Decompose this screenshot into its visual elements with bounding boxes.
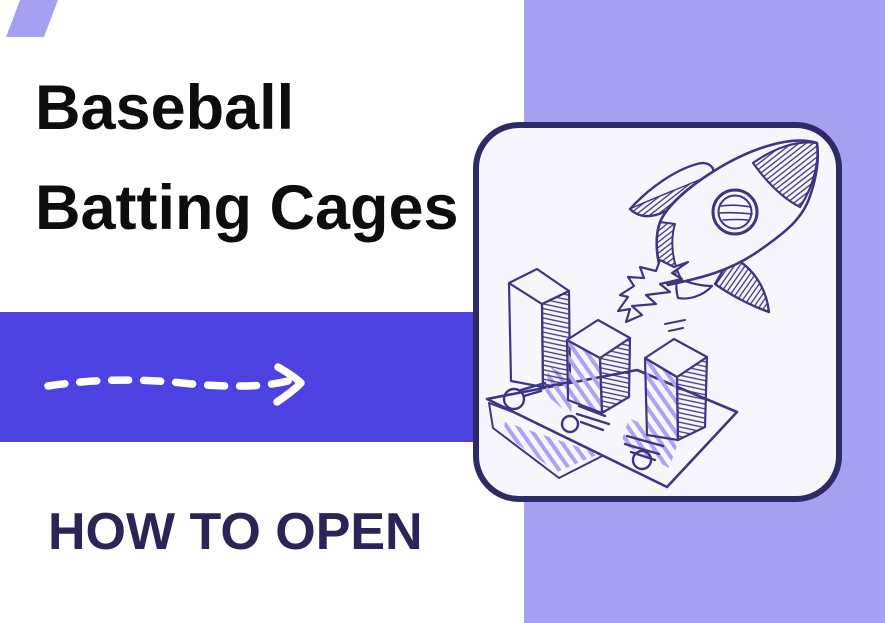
title-line-2: Batting Cages: [35, 173, 459, 243]
page-title: Baseball Batting Cages: [35, 58, 555, 258]
board-doodles: [502, 381, 665, 471]
bar-middle: [565, 318, 632, 415]
illustration-card: [473, 122, 842, 502]
bar-tall: [507, 267, 572, 389]
dashed-right-arrow-icon: [44, 363, 305, 406]
subtitle: HOW TO OPEN: [48, 503, 423, 561]
title-line-1: Baseball: [35, 73, 295, 143]
rocket-bar-chart-illustration: [485, 139, 820, 489]
corner-parallelogram-decoration: [6, 0, 58, 37]
bar-right: [643, 337, 709, 442]
rocket: [616, 139, 820, 332]
indigo-band: [0, 312, 480, 442]
